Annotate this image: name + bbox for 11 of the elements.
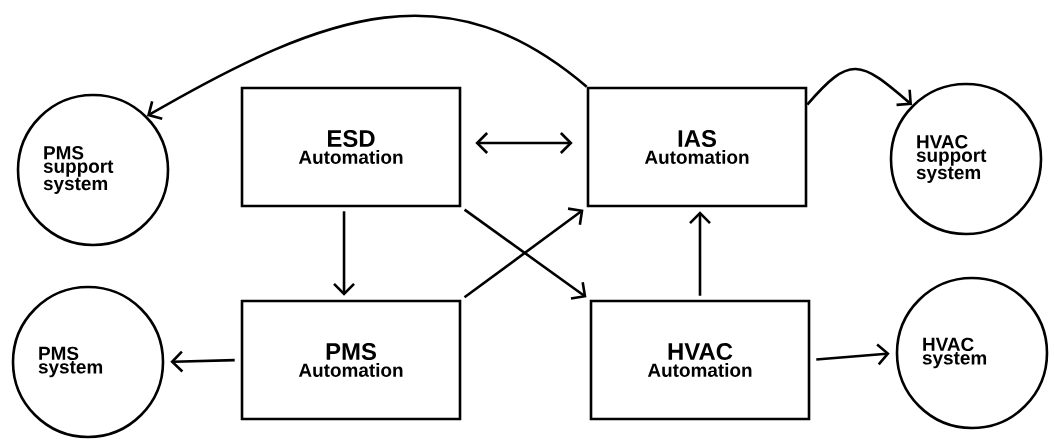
process-box: ESD Automation bbox=[240, 86, 462, 208]
arrow bbox=[806, 67, 913, 107]
process-box: IAS Automation bbox=[586, 86, 808, 208]
process-box: PMS Automation bbox=[240, 299, 462, 421]
arrow bbox=[689, 211, 711, 296]
arrow bbox=[475, 132, 573, 154]
arrow bbox=[146, 14, 588, 120]
arrow bbox=[816, 343, 890, 366]
arrow bbox=[170, 350, 235, 373]
process-box: HVAC Automation bbox=[589, 299, 811, 421]
arrow bbox=[333, 211, 355, 296]
